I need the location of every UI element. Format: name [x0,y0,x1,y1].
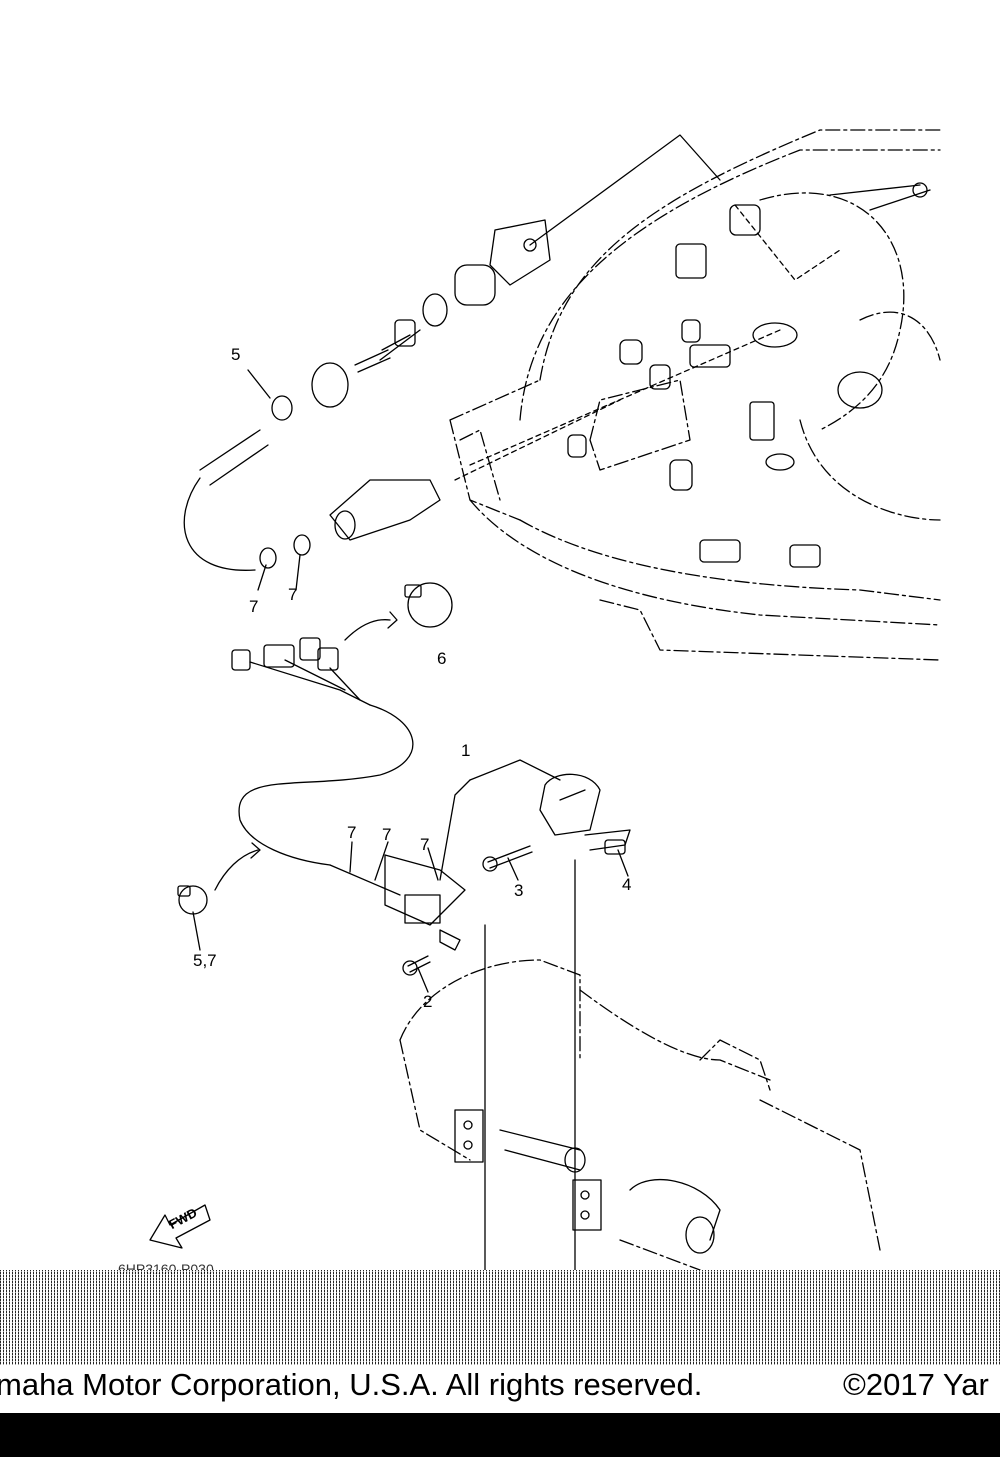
swivel-bracket [399,959,881,1270]
parts-diagram [149,129,941,1270]
callout-7-harness-b: 7 [382,825,392,844]
tilt-pivot [454,1109,721,1254]
callout-7-right: 7 [288,585,298,604]
bottom-cowling-outline [449,129,941,661]
fwd-arrow [149,1204,211,1249]
scan-noise-band [0,1270,1000,1365]
bolts [402,845,533,976]
trim-sensor-upper [311,219,551,408]
callout-7-harness-a: 7 [347,823,357,842]
callout-5-7: 5,7 [193,951,217,970]
leader-lines [454,204,841,481]
cowling-bosses [567,182,931,568]
bottom-black-bar [0,1413,1000,1457]
copyright-strip: maha Motor Corporation, U.S.A. All right… [0,1365,1000,1413]
hose [183,429,441,571]
trim-sensor-lower [539,773,631,855]
clamps [177,395,453,915]
callout-1: 1 [461,741,471,760]
assembly-arrows [214,611,398,891]
callout-3: 3 [514,881,524,900]
callout-4: 4 [622,875,632,894]
callout-7-harness-c: 7 [420,835,430,854]
copyright-left: maha Motor Corporation, U.S.A. All right… [0,1367,703,1402]
callout-5-top: 5 [231,345,241,364]
callout-7-left: 7 [249,597,259,616]
callout-2: 2 [423,992,433,1011]
callout-6: 6 [437,649,447,668]
wire-harness [231,637,466,951]
callout-leaders [192,134,721,1270]
copyright-right: ©2017 Yar [843,1367,989,1402]
